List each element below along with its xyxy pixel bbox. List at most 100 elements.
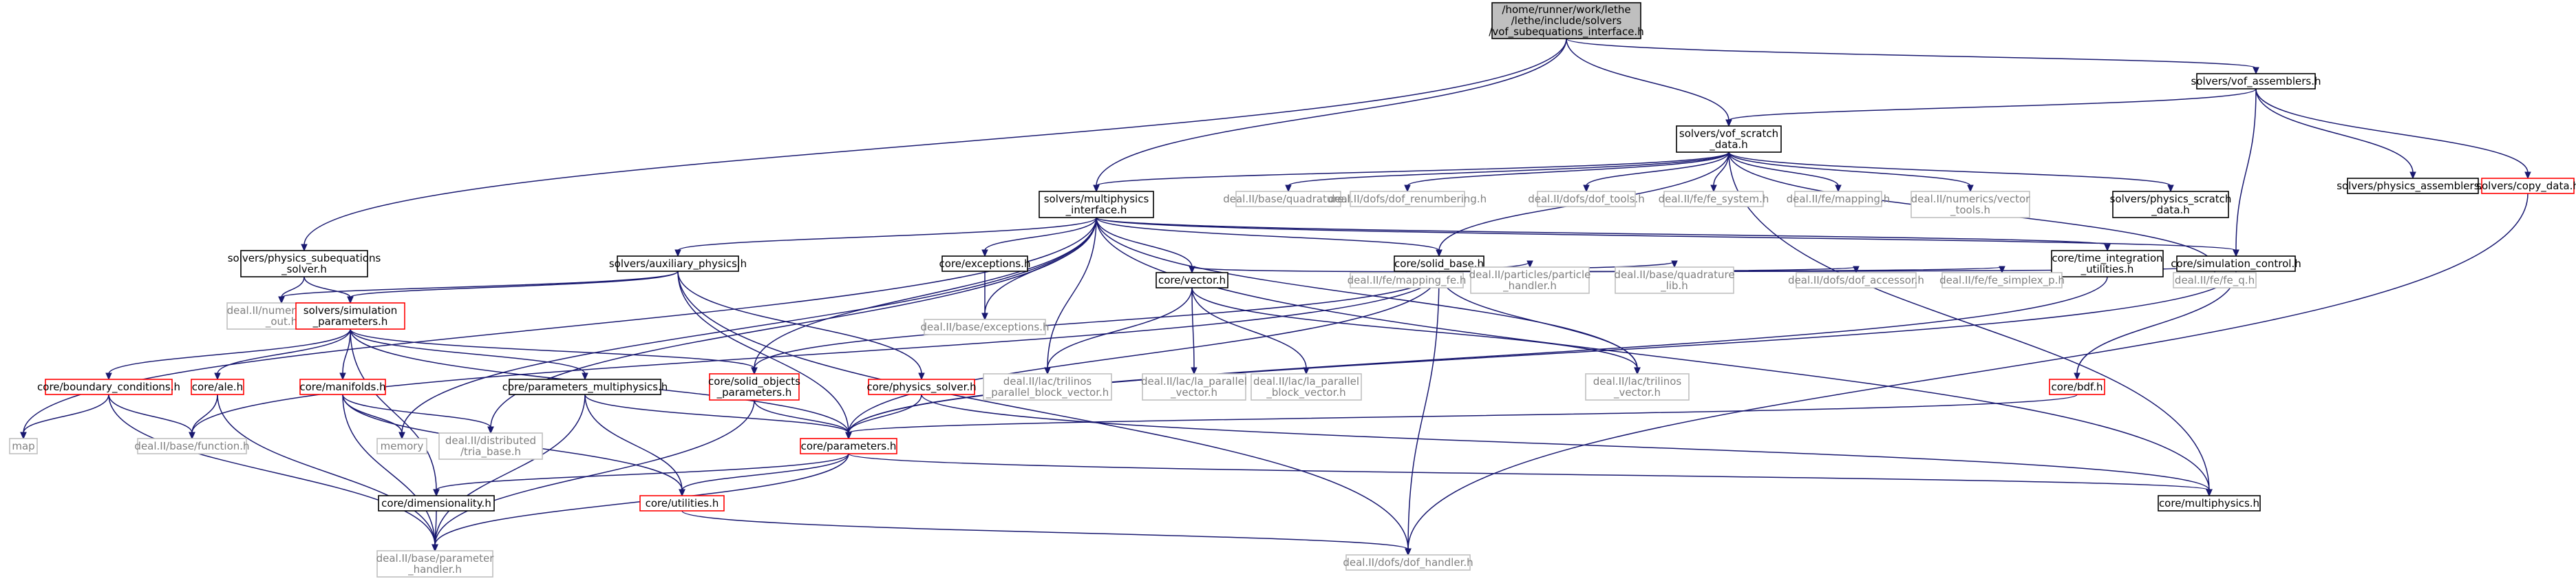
node-label: _data.h xyxy=(2151,204,2190,217)
node-label: core/ale.h xyxy=(192,381,243,393)
node-parameters[interactable]: core/parameters.h xyxy=(800,438,897,454)
node-physics_scratch[interactable]: solvers/physics_scratch_data.h xyxy=(2110,191,2232,218)
node-copy_data[interactable]: solvers/copy_data.h xyxy=(2476,178,2576,194)
edge-arrowhead xyxy=(981,249,988,257)
edge-solid_base-to-dealii_dof_handler xyxy=(1407,271,1440,550)
edge-root-to-phys_subeq_solver xyxy=(304,38,1567,246)
edge-aux_physics-to-dealii_dof_handler xyxy=(677,271,1409,550)
node-label: deal.II/particles/particle xyxy=(1469,269,1591,281)
node-label: _tools.h xyxy=(1950,204,1990,217)
node-root[interactable]: /home/runner/work/lethe/lethe/include/so… xyxy=(1489,2,1644,39)
node-multiphysics[interactable]: core/multiphysics.h xyxy=(2158,495,2261,512)
node-label: _interface.h xyxy=(1065,204,1127,217)
edge-mp_interface-to-vector_h xyxy=(1096,217,1193,268)
node-exceptions[interactable]: core/exceptions.h xyxy=(939,255,1031,272)
node-params_multiphysics[interactable]: core/parameters_multiphysics.h xyxy=(502,379,668,395)
node-label: solvers/physics_assemblers.h xyxy=(2337,180,2489,193)
node-label: deal.II/lac/trilinos xyxy=(1003,375,1092,388)
edge-arrowhead xyxy=(2233,249,2239,257)
node-physics_solver[interactable]: core/physics_solver.h xyxy=(866,379,977,395)
edge-solid_base-to-dealii_trilinos_vector xyxy=(1438,271,1638,369)
node-label: _out.h xyxy=(265,315,297,328)
node-label: /lethe/include/solvers xyxy=(1511,14,1622,27)
node-label: _block_vector.h xyxy=(1266,386,1345,399)
node-label: deal.II/base/quadrature xyxy=(1614,269,1734,281)
node-dimensionality[interactable]: core/dimensionality.h xyxy=(378,495,495,512)
node-map: map xyxy=(9,438,38,454)
edge-vector_h-to-dealii_la_vector xyxy=(1191,287,1195,369)
edge-arrowhead xyxy=(398,432,405,440)
node-aux_physics[interactable]: solvers/auxiliary_physics.h xyxy=(609,255,747,272)
node-box xyxy=(1663,191,1764,207)
node-boundary_cond[interactable]: core/boundary_conditions.h xyxy=(37,379,180,395)
edge-vof_assemblers-to-copy_data xyxy=(2255,88,2529,173)
node-dealii_la_block: deal.II/lac/la_parallel_block_vector.h xyxy=(1250,373,1362,401)
node-memory: memory xyxy=(376,438,427,454)
node-utilities[interactable]: core/utilities.h xyxy=(639,495,725,512)
file-nodes: /home/runner/work/lethe/lethe/include/so… xyxy=(9,2,2576,578)
node-box xyxy=(941,255,1028,272)
node-sim_params[interactable]: solvers/simulation_parameters.h xyxy=(295,302,405,330)
edge-vof_scratch-to-dealii_quadrature xyxy=(1288,151,1729,187)
node-label: _vector.h xyxy=(1613,386,1661,399)
node-dealii_vector_tools: deal.II/numerics/vector_tools.h xyxy=(1910,191,2030,218)
node-dealii_quadrature: deal.II/base/quadrature.h xyxy=(1223,191,1354,207)
edge-mp_interface-to-multiphysics xyxy=(1096,217,2210,491)
edge-arrowhead xyxy=(1835,185,1842,193)
edge-ale-to-dealii_param_handler xyxy=(217,394,436,546)
edge-mp_interface-to-aux_physics xyxy=(677,217,1097,251)
node-solid_obj_params[interactable]: core/solid_objects_parameters.h xyxy=(708,373,800,401)
node-mp_interface[interactable]: solvers/multiphysics_interface.h xyxy=(1039,191,1154,218)
edge-vof_scratch-to-multiphysics xyxy=(1728,151,2210,491)
node-box xyxy=(191,379,244,395)
edge-arrowhead xyxy=(432,544,438,552)
node-dealii_fe_mapping_fe: deal.II/fe/mapping_fe.h xyxy=(1348,272,1466,288)
node-sim_control[interactable]: core/simulation_control.h xyxy=(2171,255,2301,272)
node-box xyxy=(295,302,405,330)
node-bdf[interactable]: core/bdf.h xyxy=(2049,379,2105,395)
node-label: _parameters.h xyxy=(716,386,792,399)
node-label: solvers/multiphysics xyxy=(1044,193,1149,205)
node-label: _handler.h xyxy=(1502,280,1557,293)
edge-arrowhead xyxy=(105,372,112,381)
node-vof_scratch[interactable]: solvers/vof_scratch_data.h xyxy=(1676,125,1782,153)
edge-arrowhead xyxy=(1191,367,1197,375)
edge-phys_subeq_solver-to-sim_params xyxy=(304,276,351,298)
node-box xyxy=(1470,266,1590,294)
node-label: solvers/physics_scratch xyxy=(2110,193,2232,206)
edge-phys_subeq_solver-to-dealii_data_out xyxy=(281,276,305,298)
node-solid_base[interactable]: core/solid_base.h xyxy=(1394,255,1484,272)
edge-arrowhead xyxy=(1526,260,1533,269)
node-label: _handler.h xyxy=(407,563,462,576)
node-label: memory xyxy=(381,440,424,452)
node-box xyxy=(617,255,739,272)
edge-arrowhead xyxy=(1853,266,1860,274)
node-box xyxy=(299,379,386,395)
node-label: core/simulation_control.h xyxy=(2171,257,2301,271)
node-label: core/utilities.h xyxy=(646,497,719,509)
node-box xyxy=(378,495,495,512)
node-physics_assemblers[interactable]: solvers/physics_assemblers.h xyxy=(2337,178,2489,194)
edge-params_multiphysics-to-dealii_param_handler xyxy=(434,394,586,546)
node-time_integration[interactable]: core/time_integration_utilities.h xyxy=(2051,250,2164,277)
node-dealii_tria_base: deal.II/distributed/tria_base.h xyxy=(438,432,543,460)
edge-arrowhead xyxy=(487,426,494,434)
node-box xyxy=(1350,272,1464,288)
edge-arrowhead xyxy=(347,296,354,304)
node-ale[interactable]: core/ale.h xyxy=(191,379,244,395)
edge-arrowhead xyxy=(339,372,346,381)
node-phys_subeq_solver[interactable]: solvers/physics_subequations_solver.h xyxy=(228,250,381,277)
edge-params_multiphysics-to-utilities xyxy=(584,394,683,491)
node-label: _lib.h xyxy=(1660,280,1688,293)
node-label: deal.II/fe/fe_simplex_p.h xyxy=(1939,274,2065,287)
edge-arrowhead xyxy=(1671,260,1678,269)
node-manifolds[interactable]: core/manifolds.h xyxy=(299,379,386,395)
node-label: core/parameters.h xyxy=(801,440,897,452)
node-box xyxy=(924,319,1046,335)
edge-arrowhead xyxy=(1967,185,1974,193)
edge-manifolds-to-dealii_param_handler xyxy=(342,394,436,546)
node-vector_h[interactable]: core/vector.h xyxy=(1156,272,1228,288)
node-vof_assemblers[interactable]: solvers/vof_assemblers.h xyxy=(2191,73,2321,90)
edge-solid_base-to-parameters xyxy=(848,271,1440,434)
